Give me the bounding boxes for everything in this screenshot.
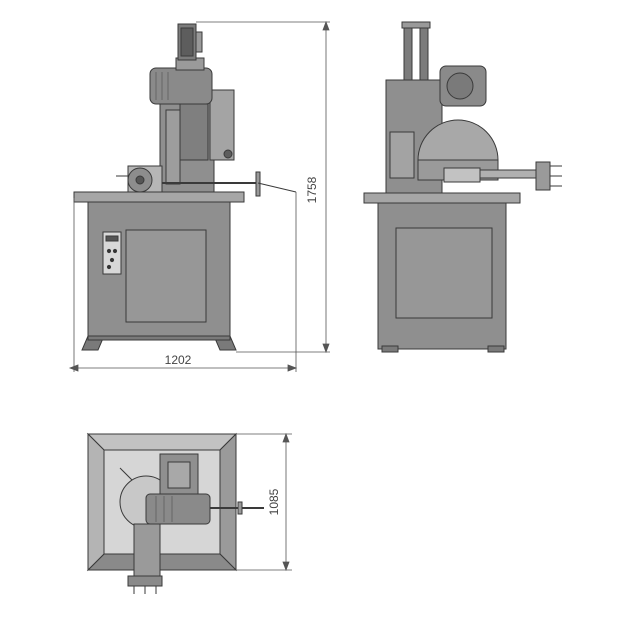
cylinder-bracket xyxy=(195,31,203,53)
control-panel xyxy=(102,231,122,275)
side-cylinder-right xyxy=(419,23,429,81)
feed-rod-extension xyxy=(257,182,297,193)
top-feed-stop xyxy=(237,501,243,515)
height-arrow-bottom xyxy=(322,343,330,354)
width-arrow-left xyxy=(68,364,79,372)
control-button xyxy=(106,248,112,254)
side-foot-left xyxy=(381,345,399,353)
depth-dimension-label: 1085 xyxy=(267,488,281,515)
blade-cover xyxy=(209,89,235,161)
dimension-lines xyxy=(68,20,330,572)
side-vise xyxy=(443,167,481,183)
side-table-top xyxy=(363,192,521,204)
top-vise-lever xyxy=(119,467,133,481)
side-cabinet-door xyxy=(395,227,493,319)
front-view xyxy=(73,23,297,351)
side-gear-cover xyxy=(389,131,415,179)
top-tray-bevel-top xyxy=(86,433,238,451)
top-vise-extension xyxy=(133,523,161,577)
blade-hub-center xyxy=(135,175,145,185)
side-feed-bar xyxy=(479,169,541,179)
top-view xyxy=(86,432,264,594)
gearbox xyxy=(179,103,209,161)
control-panel-display xyxy=(105,235,119,242)
side-foot-right xyxy=(487,345,505,353)
side-motor-end xyxy=(446,72,474,100)
depth-arrow-top xyxy=(282,432,290,443)
top-gearbox xyxy=(167,461,191,489)
width-arrow-right xyxy=(287,364,298,372)
side-handwheel-hub xyxy=(535,161,551,191)
control-button xyxy=(109,257,115,263)
top-tray-bevel-right xyxy=(219,432,237,572)
side-cylinder-left xyxy=(403,23,413,81)
feed-stop xyxy=(255,171,261,197)
top-handwheel xyxy=(127,575,163,587)
height-arrow-top xyxy=(322,20,330,31)
top-tray-bevel-left xyxy=(87,432,105,572)
saw-column-face xyxy=(165,109,181,185)
blade-guard xyxy=(417,119,499,166)
hydraulic-cylinder-inner xyxy=(180,27,194,57)
control-button xyxy=(112,248,118,254)
control-button xyxy=(106,264,112,270)
side-cylinder-cap xyxy=(401,21,431,29)
motor xyxy=(149,67,213,105)
front-base-rail xyxy=(87,335,231,341)
top-tray-bevel-bottom xyxy=(86,553,238,571)
front-cabinet-door xyxy=(125,229,207,323)
side-view xyxy=(363,21,562,353)
width-dimension-label: 1202 xyxy=(165,353,192,367)
front-table-top xyxy=(73,191,245,203)
height-dimension-label: 1758 xyxy=(305,176,319,203)
depth-arrow-bottom xyxy=(282,561,290,572)
handle-knob xyxy=(223,149,233,159)
